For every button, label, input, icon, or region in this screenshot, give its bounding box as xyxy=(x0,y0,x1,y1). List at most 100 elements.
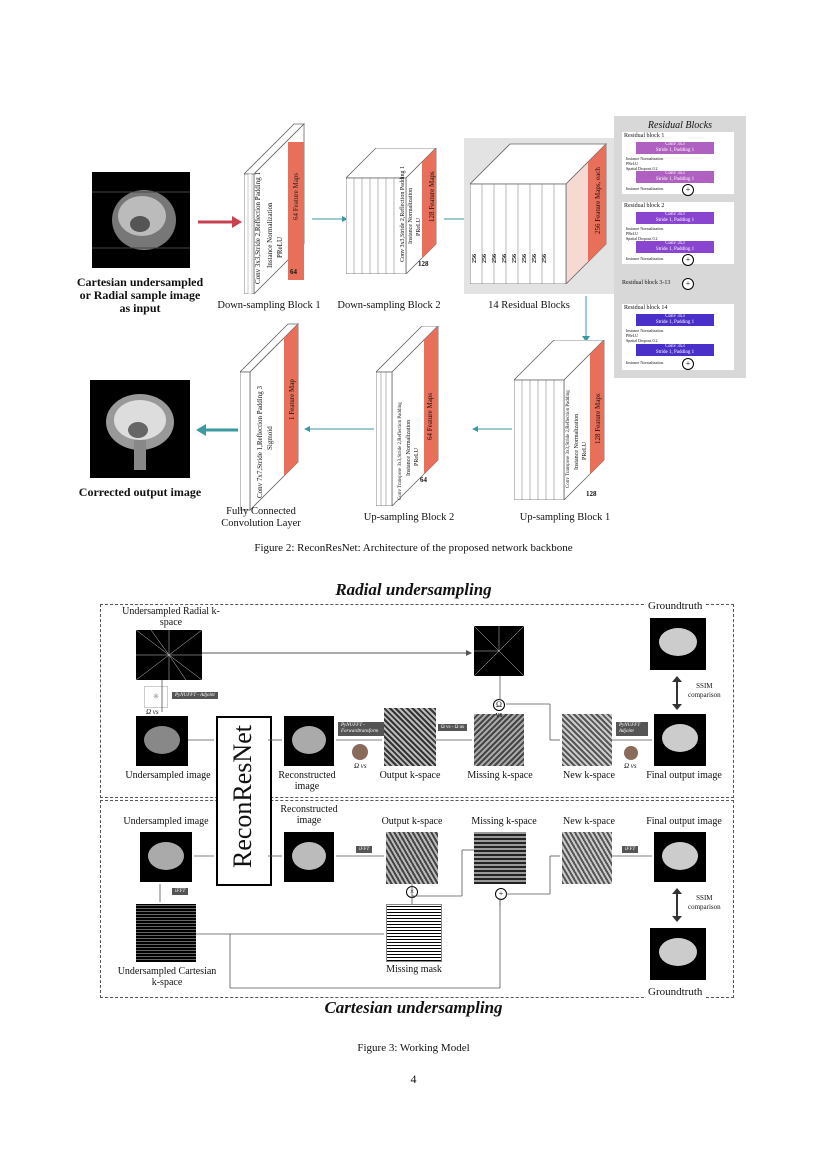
cart-kspace-line2: k-space xyxy=(151,977,183,988)
down1-maps-text: 64 Feature Maps xyxy=(292,172,300,220)
cart-recon-image xyxy=(284,832,334,882)
input-arrow-icon xyxy=(198,216,242,228)
output-label: Corrected output image xyxy=(78,485,202,499)
cart-output-k-label: Output k-space xyxy=(381,816,443,827)
res-num: 256 xyxy=(532,254,538,263)
sagittal-brain-icon xyxy=(659,938,697,966)
add-icon: + xyxy=(682,358,694,370)
conv-label: Conv 3x3 xyxy=(665,314,685,319)
residual-stack-drawing xyxy=(470,143,607,284)
res-num: 256 xyxy=(512,254,518,263)
res-num: 256 xyxy=(472,254,478,263)
sagittal-brain-icon xyxy=(659,628,697,656)
norm-label: Instance Normalization xyxy=(626,360,664,365)
radial-kspace-top-image xyxy=(473,625,525,677)
omega-diff-label: Ω vs - Ω us xyxy=(438,724,467,731)
omega-vs-label: Ω vs xyxy=(146,708,159,716)
res-num: 256 xyxy=(522,254,528,263)
down1-norm-text: Instance Normalization xyxy=(266,202,274,268)
cart-recon-label: Reconstructed image xyxy=(274,804,344,826)
radial-lines-icon xyxy=(473,625,525,677)
down1-prelu-text: PReLU xyxy=(276,237,284,258)
dropout-label: Spatial Dropout 0.2 xyxy=(626,166,658,171)
norm-label: Instance Normalization xyxy=(626,156,664,161)
up-block-2-stack xyxy=(376,326,439,506)
cartesian-title: Cartesian undersampling xyxy=(324,998,503,1017)
cart-ssim-label: SSIM comparison xyxy=(688,894,721,912)
down1-text: Conv 3x3,Stride 2,Reflection Padding 1 xyxy=(254,134,262,284)
radial-recon-label: Reconstructed image xyxy=(272,770,342,792)
cart-missing-mask-image xyxy=(386,904,442,962)
down1-text3: PReLU xyxy=(276,198,284,258)
up1-conv-text: Conv Transpose 3x3,Stride 2,Reflection P… xyxy=(566,390,571,488)
cart-final-label: Final output image xyxy=(646,816,722,827)
cart-groundtruth-label: Groundtruth xyxy=(646,986,705,998)
up2-prelu-text: PReLU xyxy=(414,448,420,466)
radial-missing-k-image xyxy=(474,714,524,766)
cartesian-box xyxy=(100,800,734,998)
output-mri-image xyxy=(90,380,190,478)
prelu-label: PReLU xyxy=(626,161,638,166)
prelu-label: PReLU xyxy=(626,231,638,236)
radial-mask-circle xyxy=(352,744,368,760)
add-icon: Ω vs xyxy=(493,699,505,719)
cart-kspace-line1: Undersampled Cartesian xyxy=(117,966,217,977)
radial-new-k-label: New k-space xyxy=(563,770,615,781)
down1-text2: Instance Normalization xyxy=(266,158,274,268)
radial-final-label: Final output image xyxy=(646,770,722,781)
comparison-label: comparison xyxy=(688,691,721,699)
radial-und-image xyxy=(136,716,188,766)
down2-norm-text: Instance Normalization xyxy=(408,187,414,244)
res-num: 256 xyxy=(492,254,498,263)
res-maps-text: 256 Feature Maps, each xyxy=(594,167,602,234)
res-num: 256 xyxy=(502,254,508,263)
cart-und-image-label: Undersampled image xyxy=(123,816,209,827)
up-block-1-stack xyxy=(514,340,605,500)
dropout-label: Spatial Dropout 0.2 xyxy=(626,338,658,343)
sagittal-brain-icon xyxy=(148,842,184,870)
fc-label-line2: Convolution Layer xyxy=(221,518,301,529)
res-num: 256 xyxy=(542,254,548,263)
arrow-down1-down2-icon xyxy=(312,216,348,222)
cart-und-kspace-image xyxy=(136,904,196,962)
cart-missing-k-label: Missing k-space xyxy=(471,816,537,827)
radial-final-image xyxy=(654,714,706,766)
input-mri-image xyxy=(92,172,190,268)
residual-blocks-label: 14 Residual Blocks xyxy=(488,300,570,311)
down2-maps-text: 128 Feature Maps xyxy=(428,171,436,222)
radial-mask-circle-2 xyxy=(624,746,638,760)
recon-label-line1: Reconstructed xyxy=(280,804,338,815)
input-label-line1: Cartesian undersampled xyxy=(76,275,204,289)
radial-output-k-image xyxy=(384,708,436,766)
cart-ifft3-label: iFFT xyxy=(622,846,639,853)
up2-num: 64 xyxy=(420,476,427,484)
up2-norm-text: Instance Normalization xyxy=(406,419,412,476)
radial-mask-thumb: ✳ xyxy=(144,686,168,708)
norm-label: Instance Normalization xyxy=(626,226,664,231)
up1-maps-text: 128 Feature Maps xyxy=(594,393,602,444)
radial-ssim-label: SSIM comparison xyxy=(688,682,721,700)
conv-label: Conv 3x3 xyxy=(665,212,685,217)
up-block-2-label: Up-sampling Block 2 xyxy=(363,512,455,523)
input-label-line2: or Radial sample image xyxy=(79,288,201,302)
output-arrow-icon xyxy=(196,424,238,436)
conv-label: Conv 3x3 xyxy=(665,171,685,176)
stride-label: Stride 1, Padding 1 xyxy=(655,148,695,153)
figure-3-caption: Figure 3: Working Model xyxy=(357,1042,470,1054)
fc-label-line1: Fully Connected xyxy=(226,506,296,517)
residual-nums: 256 256 256 256 256 256 256 256 xyxy=(472,254,548,263)
recon-label-line1: Reconstructed xyxy=(278,770,336,781)
radial-groundtruth-image xyxy=(650,618,706,670)
pynufft-adjoint2-label: PyNUFFT Adjoint xyxy=(616,722,648,736)
omega-vs-label: Ω vs xyxy=(354,762,367,770)
stride-label: Stride 1, Padding 1 xyxy=(655,320,695,325)
cart-missing-k-image xyxy=(474,832,526,884)
stride-label: Stride 1, Padding 1 xyxy=(655,350,695,355)
